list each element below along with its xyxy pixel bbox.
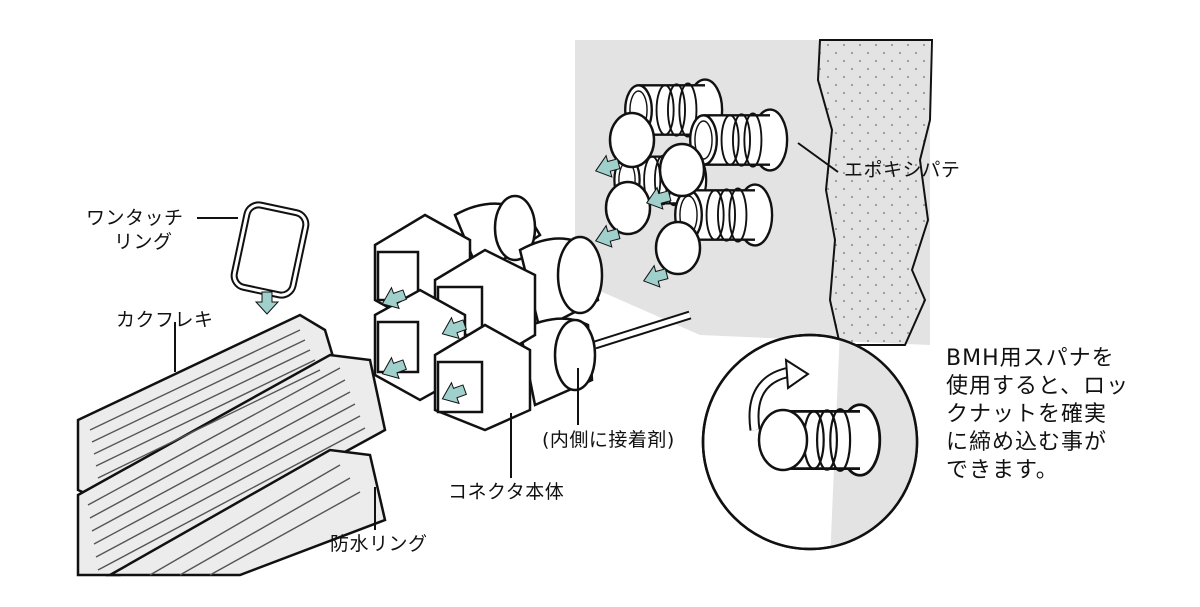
- epoxy-putty-label: エポキシパテ: [844, 159, 961, 181]
- detail-inset: [701, 333, 919, 551]
- push-arrow-icon: [594, 154, 672, 288]
- spanner-note-line4: に締め込む事が: [946, 430, 1108, 455]
- one-touch-ring-label-line1: ワンタッチ: [86, 207, 184, 229]
- one-touch-ring: [230, 201, 310, 299]
- spanner-note-line3: クナットを確実: [946, 402, 1108, 427]
- connector-body-label: コネクタ本体: [448, 481, 565, 503]
- corrugated-pipes: [76, 313, 387, 577]
- leader-lines: [174, 142, 839, 530]
- one-touch-ring-label-line2: リング: [114, 231, 173, 253]
- kakuflex-label: カクフレキ: [116, 309, 214, 331]
- waterproof-ring-label: 防水リング: [330, 533, 428, 555]
- wire: [593, 310, 692, 350]
- wall-couplers: [604, 78, 789, 276]
- push-arrow-icon: [254, 291, 280, 315]
- connector-body: [373, 194, 604, 432]
- spanner-note-line1: BMH用スパナを: [946, 346, 1115, 371]
- spanner-note-line2: 使用すると、ロッ: [946, 374, 1130, 399]
- adhesive-label: (内側に接着剤): [542, 429, 675, 451]
- one-touch-ring-label: ワンタッチ リング: [86, 206, 184, 254]
- spanner-note-line5: できます。: [946, 458, 1059, 483]
- epoxy-putty-area: [816, 39, 934, 346]
- push-arrow-icon: [381, 286, 467, 405]
- spanner-note: BMH用スパナを 使用すると、ロッ クナットを確実 に締め込む事が できます。: [946, 345, 1129, 485]
- rotate-arrow-icon: [748, 358, 810, 431]
